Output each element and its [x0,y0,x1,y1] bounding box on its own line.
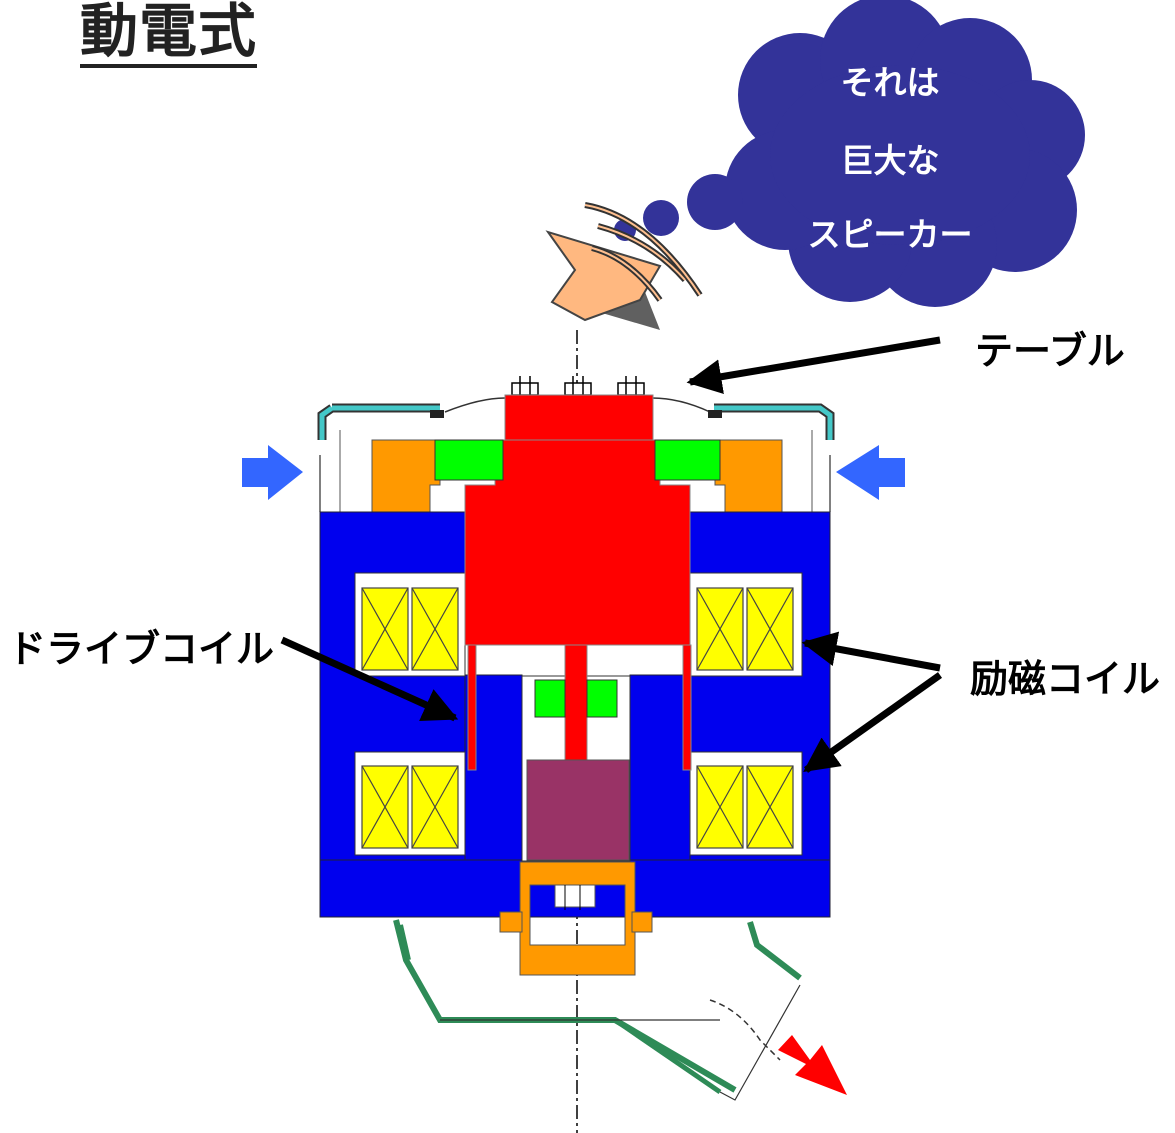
base-bracket [393,919,802,1101]
drive-coil-label: ドライブコイル [8,627,275,671]
armature [464,394,692,771]
table-bolts [511,376,645,396]
left-input-arrow [242,445,303,500]
cloud-line-2: 巨大な [840,141,940,180]
right-input-arrow [836,445,905,500]
callout-arrows [280,336,943,773]
bottom-coupling [499,861,653,976]
speaker-icon [545,202,703,330]
cloud-line-1: それは [840,63,940,102]
guide-blocks [434,439,721,718]
cloud-line-3: スピーカー [807,215,973,254]
moving-mass [526,759,630,861]
page-title: 動電式 [80,0,258,68]
excitation-coils [361,587,794,849]
table-label: テーブル [975,329,1125,373]
output-arrow [778,1035,847,1095]
upper-suspension [371,439,783,513]
top-cover [317,397,835,512]
excitation-coil-label: 励磁コイル [970,657,1161,701]
